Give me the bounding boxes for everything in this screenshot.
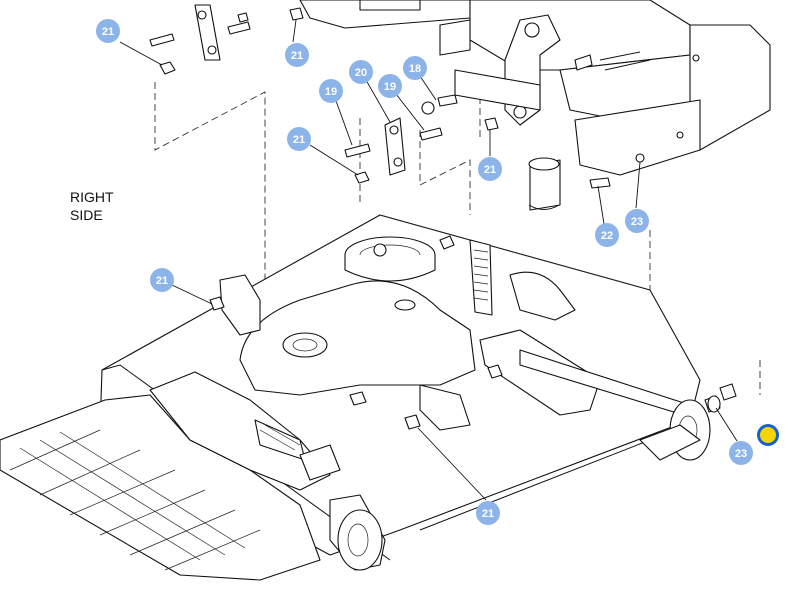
callout-23-a-label: 23	[631, 216, 643, 228]
middle-hardware	[344, 94, 645, 189]
right-side-label: RIGHT SIDE	[70, 189, 114, 223]
callout-21-a-label: 21	[102, 26, 114, 38]
deck-brackets	[209, 274, 701, 431]
callout-19-a-label: 19	[325, 86, 337, 98]
callout-18-label: 18	[409, 63, 421, 75]
callout-21-c: 21	[287, 127, 311, 151]
callout-22-label: 22	[601, 230, 613, 242]
belt-cover	[239, 235, 576, 396]
top-hardware	[149, 4, 304, 75]
callout-23-a: 23	[625, 209, 649, 233]
callout-21-b-label: 21	[291, 50, 303, 62]
callout-23-b-label: 23	[735, 448, 747, 460]
callout-21-e-label: 21	[156, 275, 168, 287]
side-label-line-1: RIGHT	[70, 189, 114, 205]
upper-frame	[299, 0, 771, 211]
callout-20-label: 20	[355, 67, 367, 79]
callout-20: 20	[349, 60, 373, 84]
callout-21-d: 21	[478, 157, 502, 181]
callout-22: 22	[595, 223, 619, 247]
callout-21-b: 21	[285, 43, 309, 67]
callout-21-c-label: 21	[293, 134, 305, 146]
callout-19-b: 19	[378, 74, 402, 98]
callout-21-e: 21	[150, 268, 174, 292]
callout-19-a: 19	[319, 79, 343, 103]
side-label-line-2: SIDE	[70, 207, 103, 223]
callout-21-d-label: 21	[484, 164, 496, 176]
callout-21-f-label: 21	[482, 508, 494, 520]
callout-21-f: 21	[476, 501, 500, 525]
leader-lines	[119, 19, 738, 501]
highlight-marker[interactable]	[757, 424, 779, 446]
callout-19-b-label: 19	[384, 81, 396, 93]
callout-21-a: 21	[96, 19, 120, 43]
right-wheel	[639, 383, 737, 461]
callout-18: 18	[403, 56, 427, 80]
callout-23-b: 23	[729, 441, 753, 465]
